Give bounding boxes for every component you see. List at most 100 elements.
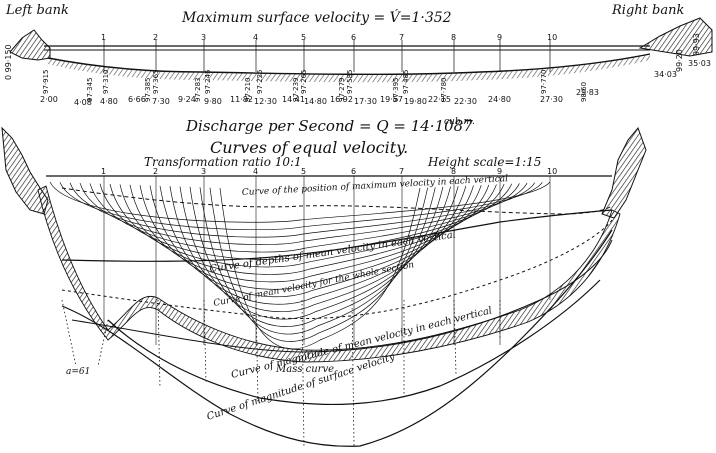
- depth-value: 97·780: [440, 78, 448, 103]
- distance-upper: 19·57: [380, 95, 403, 104]
- equal-velocity-curve: [209, 187, 428, 342]
- depth-value: 97·345: [86, 78, 94, 103]
- vertical-number: 10: [547, 167, 557, 176]
- equal-velocity-curve: [89, 183, 520, 253]
- vertical-number: 7: [399, 33, 404, 42]
- left-elevation: 0 99·150: [4, 44, 13, 80]
- right-elevation-c: 35·03: [688, 59, 711, 68]
- distance-lower: 19·80: [404, 97, 427, 106]
- equal-velocity-curve: [49, 181, 551, 223]
- depth-value: 98·60: [580, 82, 588, 102]
- curve-mean-velocity-section: [61, 219, 613, 319]
- equal-velocity-curve: [149, 185, 474, 298]
- discharge-text: Discharge per Second = Q = 14·1087: [185, 117, 473, 135]
- equal-velocity-curve: [159, 185, 467, 305]
- distance-lower: 22·30: [454, 97, 477, 106]
- equal-velocity-curve: [169, 186, 459, 312]
- curves-title: Curves of equal velocity.: [210, 138, 408, 157]
- depth-value: 97·265: [300, 70, 308, 95]
- vertical-number: 1: [101, 167, 106, 176]
- depth-value: 97·310: [102, 70, 110, 95]
- label-position-max-velocity: Curve of the position of maximum velocit…: [242, 174, 509, 198]
- left-bank-hatch: [9, 29, 51, 61]
- distance-upper: 27·30: [540, 95, 563, 104]
- projection-dots: [61, 299, 501, 449]
- vertical-number: 1: [101, 33, 106, 42]
- equal-velocity-curve: [199, 187, 436, 335]
- curve-depths-mean-velocity: [61, 209, 613, 262]
- right-bank-hatch: [638, 17, 713, 57]
- vertical-number: 3: [201, 33, 206, 42]
- depth-value: 97·239: [292, 78, 300, 103]
- distance-upper: 2·00: [40, 95, 58, 104]
- depth-value: 97·485: [402, 70, 410, 95]
- distance-lower: 4·08: [74, 98, 92, 107]
- left-bank-label: Left bank: [5, 3, 69, 18]
- depth-value: 97·365: [152, 70, 160, 95]
- depth-value: 97·915: [42, 70, 50, 95]
- vertical-number: 7: [399, 167, 404, 176]
- right-elevation-d: 34·03: [654, 70, 677, 79]
- equal-velocity-curves: [49, 181, 551, 350]
- vertical-number: 2: [153, 167, 158, 176]
- right-elevation-b: 99·93: [692, 33, 701, 56]
- depth-value: 97·385: [144, 78, 152, 103]
- equal-velocity-curve: [179, 186, 451, 320]
- max-velocity-title: Maximum surface velocity = V́=1·352: [181, 8, 452, 26]
- distance-upper: 6·66: [128, 95, 146, 104]
- curve-magnitude-surface-velocity: [61, 229, 613, 447]
- distance-upper: 14·41: [282, 95, 305, 104]
- vertical-number: 5: [301, 33, 306, 42]
- distance-upper: 22·15: [428, 95, 451, 104]
- equal-velocity-curve: [69, 182, 536, 238]
- label-mass-curve: Mass curve: [275, 364, 334, 375]
- mass-curve: [71, 239, 613, 353]
- vertical-number: 6: [351, 167, 356, 176]
- depth-value: 97·585: [346, 70, 354, 95]
- upper-riverbed-hatch: [48, 54, 650, 83]
- depth-value: 97·283: [194, 78, 202, 103]
- distance-lower: 7·30: [152, 97, 170, 106]
- curve-magnitude-mean-velocity: [107, 279, 601, 406]
- equal-velocity-curve: [219, 187, 421, 350]
- distance-upper: 11·82: [230, 95, 253, 104]
- vertical-number: 8: [451, 33, 456, 42]
- distance-upper: 29·83: [576, 88, 599, 97]
- vertical-number: 5: [301, 167, 306, 176]
- depth-value: 97·225: [256, 70, 264, 95]
- depth-value: 97·245: [204, 70, 212, 95]
- vertical-number: 2: [153, 33, 158, 42]
- depth-value: 97·210: [244, 78, 252, 103]
- distance-lower: 4·80: [100, 97, 118, 106]
- transformation-ratio: Transformation ratio 10:1: [144, 155, 302, 169]
- depth-value: 97·279: [338, 78, 346, 103]
- vertical-number: 6: [351, 33, 356, 42]
- depth-value: 97·770: [540, 70, 548, 95]
- depth-value: 97·395: [392, 78, 400, 103]
- distance-lower: 12·30: [254, 97, 277, 106]
- right-elevation-a: 99·20: [675, 49, 684, 72]
- distance-labels: 2·00 6·66 9·24 11·82 14·41 16·92 19·57 22·15 24·…: [40, 88, 599, 107]
- distance-upper: 9·24: [178, 95, 196, 104]
- height-scale: Height scale=1:15: [427, 155, 541, 169]
- vertical-number: 3: [201, 167, 206, 176]
- distance-lower: 17·30: [354, 97, 377, 106]
- lower-cross-section: 1 2 3 4 5 6 7 8 9 10: [1, 126, 647, 449]
- discharge-unit: cub.m.: [444, 117, 475, 127]
- distance-upper: 24·80: [488, 95, 511, 104]
- point-a-label: a=61: [66, 367, 90, 377]
- vertical-number: 9: [497, 167, 502, 176]
- equal-velocity-curve: [189, 186, 444, 327]
- right-bank-label: Right bank: [611, 3, 684, 18]
- vertical-number: 8: [451, 167, 456, 176]
- lower-riverbed-hatch: [37, 185, 621, 363]
- vertical-number: 4: [253, 167, 258, 176]
- vertical-number: 10: [547, 33, 557, 42]
- vertical-number: 4: [253, 33, 258, 42]
- distance-upper: 16·92: [330, 95, 353, 104]
- lower-right-bank: [601, 127, 647, 219]
